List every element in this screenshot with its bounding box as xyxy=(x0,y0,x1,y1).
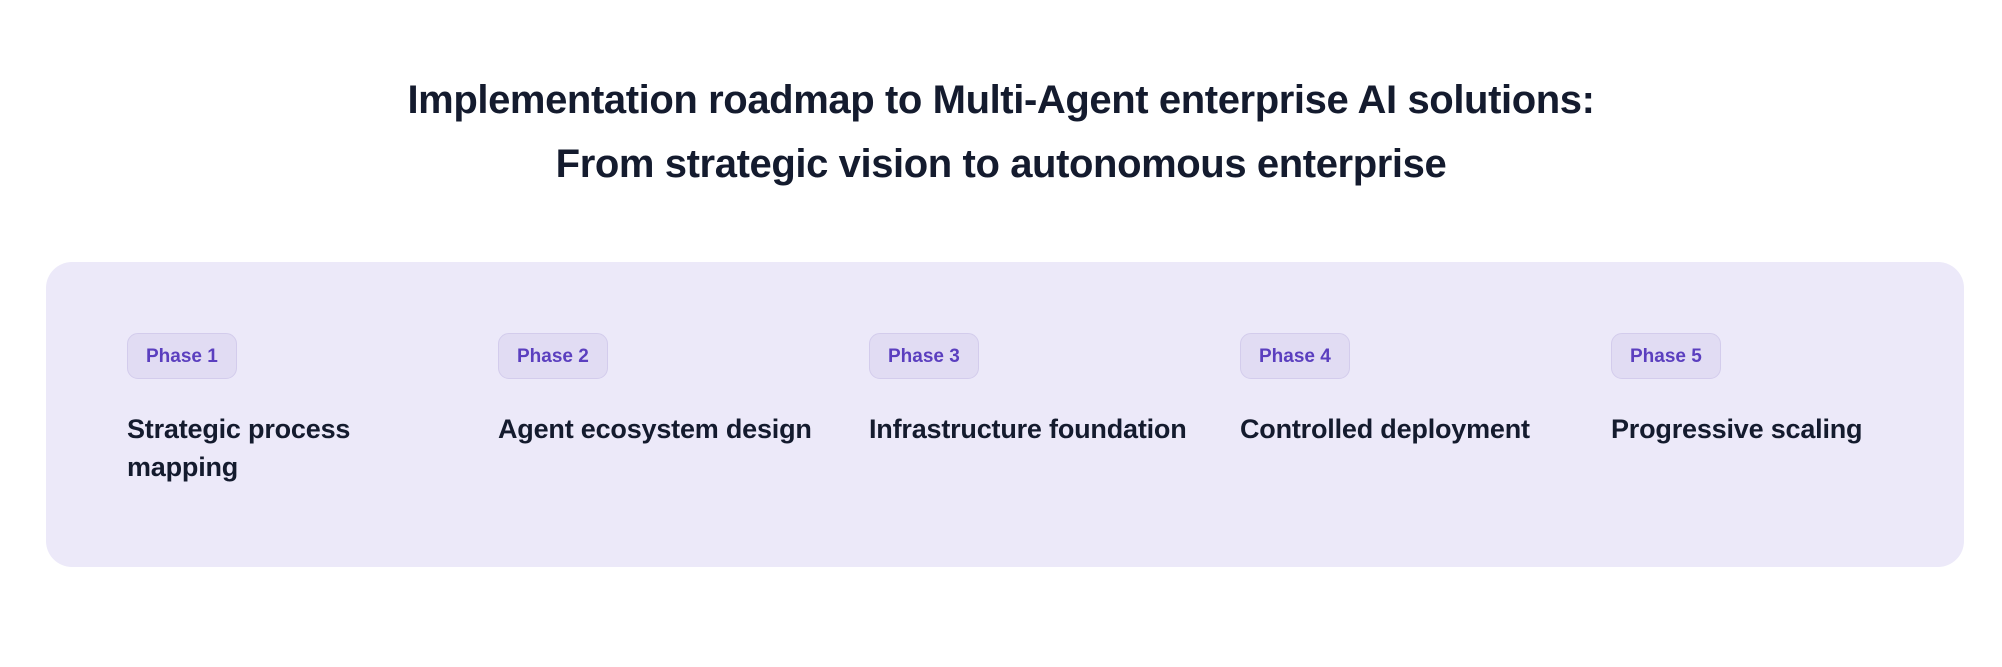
phase-badge-label-1: Phase 1 xyxy=(146,345,218,367)
phase-badge-2: Phase 2 xyxy=(498,333,608,379)
phase-badge-1: Phase 1 xyxy=(127,333,237,379)
phase-title-5: Progressive scaling xyxy=(1611,414,1863,444)
phase-badge-5: Phase 5 xyxy=(1611,333,1721,379)
phase-title-2: Agent ecosystem design xyxy=(498,414,812,444)
phase-item-1: Phase 1 Strategic process mapping xyxy=(127,333,498,486)
phase-title-3: Infrastructure foundation xyxy=(869,414,1187,444)
page-title: Implementation roadmap to Multi-Agent en… xyxy=(0,68,2002,196)
page-title-line-2: From strategic vision to autonomous ente… xyxy=(555,142,1447,186)
phase-title-4: Controlled deployment xyxy=(1240,414,1530,444)
phase-item-3: Phase 3 Infrastructure foundation xyxy=(869,333,1240,448)
phase-item-5: Phase 5 Progressive scaling xyxy=(1611,333,1982,448)
phase-badge-label-4: Phase 4 xyxy=(1259,345,1331,367)
phase-title-1: Strategic process mapping xyxy=(127,414,351,482)
phase-badge-label-5: Phase 5 xyxy=(1630,345,1702,367)
roadmap-panel: Phase 1 Strategic process mapping Phase … xyxy=(46,262,1964,567)
phase-badge-label-3: Phase 3 xyxy=(888,345,960,367)
phase-badge-3: Phase 3 xyxy=(869,333,979,379)
phase-item-4: Phase 4 Controlled deployment xyxy=(1240,333,1611,448)
phase-item-2: Phase 2 Agent ecosystem design xyxy=(498,333,869,448)
phase-badge-4: Phase 4 xyxy=(1240,333,1350,379)
phase-badge-label-2: Phase 2 xyxy=(517,345,589,367)
page-title-line-1: Implementation roadmap to Multi-Agent en… xyxy=(407,78,1595,122)
phase-track: Phase 1 Strategic process mapping Phase … xyxy=(127,333,1927,513)
